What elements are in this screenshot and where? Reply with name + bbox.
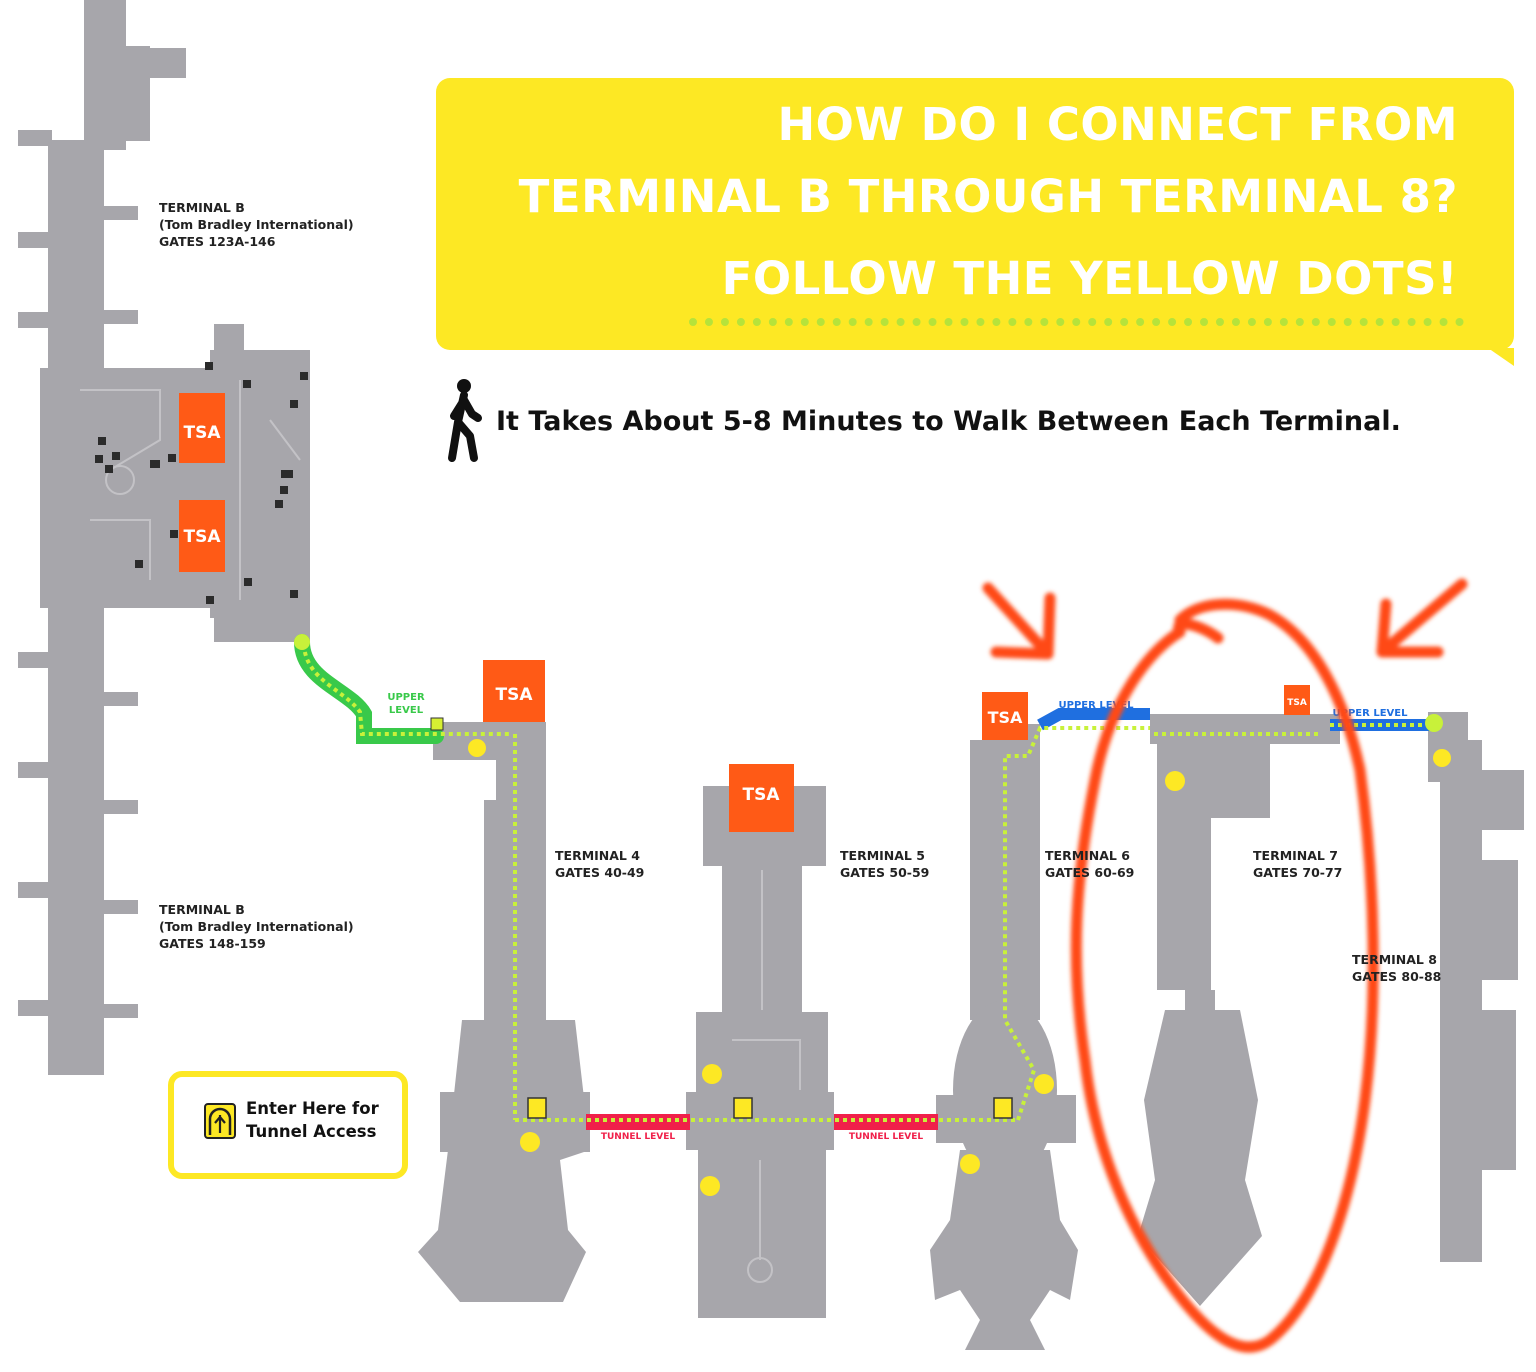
svg-text:TSA: TSA bbox=[184, 423, 222, 443]
tsa-checkpoint bbox=[1284, 685, 1310, 715]
terminal-b-south-label: TERMINAL B (Tom Bradley International) G… bbox=[159, 902, 354, 951]
terminal-7-building bbox=[1138, 714, 1340, 1306]
tunnel-access-text: Enter Here for Tunnel Access bbox=[246, 1099, 379, 1141]
upper-level-connector-b-t4 bbox=[294, 634, 444, 744]
route-end-dot bbox=[1425, 714, 1443, 732]
tsa-checkpoint bbox=[483, 660, 545, 722]
tunnel-level-label: TUNNEL LEVEL bbox=[849, 1132, 924, 1142]
tsa-checkpoint bbox=[179, 500, 225, 572]
annotation-circle bbox=[1070, 598, 1379, 1353]
terminal-b-north-label: TERMINAL B (Tom Bradley International) G… bbox=[159, 200, 354, 249]
upper-level-label: UPPER LEVEL bbox=[1333, 708, 1409, 719]
upper-level-label: UPPER LEVEL bbox=[1059, 700, 1135, 711]
terminal-b-details bbox=[80, 380, 301, 600]
terminal-5-building bbox=[686, 786, 834, 1318]
terminal-8-label: TERMINAL 8 GATES 80-88 bbox=[1352, 952, 1442, 984]
terminal-4-building bbox=[418, 722, 590, 1302]
terminal-4-label: TERMINAL 4 GATES 40-49 bbox=[555, 848, 645, 880]
info-markers bbox=[468, 739, 1451, 1196]
headline-banner: HOW DO I CONNECT FROM TERMINAL B THROUGH… bbox=[436, 78, 1514, 366]
svg-text:TSA: TSA bbox=[496, 685, 534, 705]
tsa-checkpoint bbox=[982, 692, 1028, 740]
svg-text:TSA: TSA bbox=[988, 708, 1023, 727]
svg-text:TSA: TSA bbox=[184, 527, 222, 547]
tunnel-level-label: TUNNEL LEVEL bbox=[601, 1132, 676, 1142]
walking-route bbox=[302, 643, 1434, 1122]
elevator-icon bbox=[430, 717, 1013, 1119]
terminal-b-icons bbox=[95, 362, 308, 604]
terminal-5-label: TERMINAL 5 GATES 50-59 bbox=[840, 848, 930, 880]
annotation-marks bbox=[982, 578, 1468, 1353]
walk-time-note: It Takes About 5-8 Minutes to Walk Betwe… bbox=[444, 376, 1401, 466]
tunnel-access-icon bbox=[204, 1103, 236, 1139]
terminal-7-label: TERMINAL 7 GATES 70-77 bbox=[1253, 848, 1343, 880]
headline-line: HOW DO I CONNECT FROM bbox=[777, 98, 1458, 151]
svg-text:TSA: TSA bbox=[1287, 698, 1307, 708]
headline-line: TERMINAL B THROUGH TERMINAL 8? bbox=[518, 170, 1458, 223]
headline-line: FOLLOW THE YELLOW DOTS! bbox=[721, 252, 1458, 305]
banner-tail bbox=[1488, 348, 1514, 366]
annotation-arrow bbox=[982, 582, 1056, 660]
walking-person-icon bbox=[448, 379, 482, 462]
svg-text:TSA: TSA bbox=[743, 785, 781, 805]
route-start-dot bbox=[294, 634, 310, 650]
terminal-6-building bbox=[930, 724, 1078, 1350]
upper-level-connector-t6-t7 bbox=[1037, 708, 1150, 731]
annotation-arrow bbox=[1376, 578, 1468, 658]
banner-dotted-rule bbox=[689, 318, 1464, 326]
tsa-checkpoint bbox=[179, 393, 225, 463]
tunnel-access-legend: Enter Here for Tunnel Access bbox=[168, 1071, 408, 1179]
upper-level-label: LEVEL bbox=[389, 705, 424, 716]
upper-level-label: UPPER bbox=[387, 692, 425, 703]
terminal-6-label: TERMINAL 6 GATES 60-69 bbox=[1045, 848, 1135, 880]
tsa-checkpoint bbox=[729, 764, 794, 832]
walk-time-text: It Takes About 5-8 Minutes to Walk Betwe… bbox=[496, 405, 1401, 437]
terminal-b-tsa: TSA TSA bbox=[179, 393, 225, 572]
terminal-5-details bbox=[732, 870, 801, 1283]
terminal-8-building bbox=[1428, 712, 1524, 1262]
